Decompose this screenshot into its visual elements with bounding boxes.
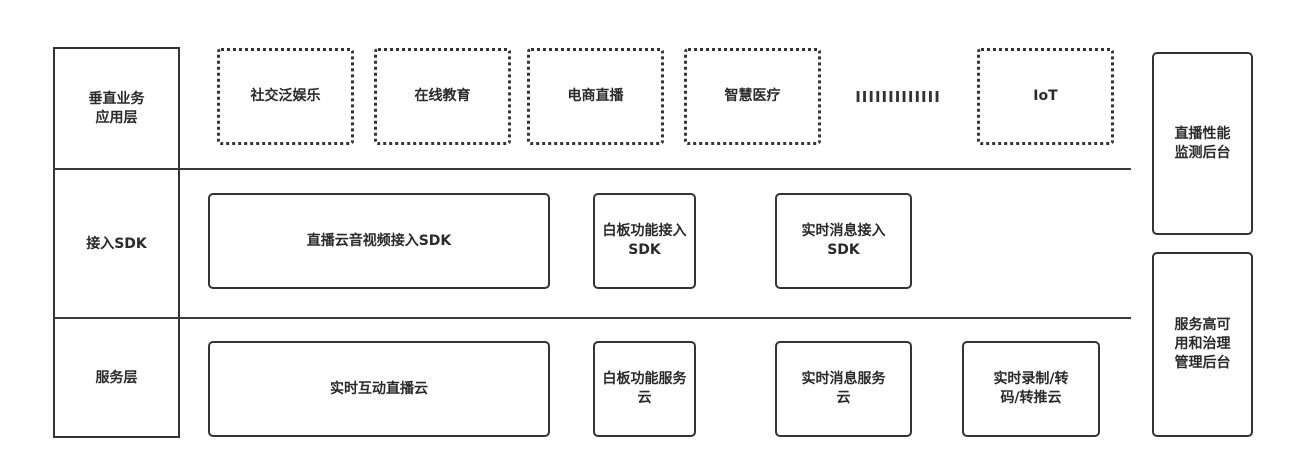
- app-box-label: 智慧医疗: [724, 88, 781, 104]
- sdk-box-label: 实时消息接入 SDK: [801, 223, 886, 258]
- layer-label-sdk: 接入SDK: [86, 236, 147, 252]
- more-items-ellipsis: IIIIIIIIIIIII: [855, 88, 941, 106]
- side-panel-live-performance-monitoring: 直播性能 监测后台: [1152, 52, 1253, 235]
- app-box-social-entertainment: 社交泛娱乐: [217, 48, 354, 145]
- sdk-box-label: 白板功能接入 SDK: [602, 223, 687, 258]
- sdk-box-label: 直播云音视频接入SDK: [306, 232, 452, 249]
- service-box-label: 实时互动直播云: [330, 380, 428, 397]
- sdk-box-whiteboard: 白板功能接入 SDK: [593, 193, 696, 289]
- app-box-label: IoT: [1033, 88, 1058, 104]
- layer-label-service: 服务层: [95, 369, 138, 386]
- row-divider-2: [53, 317, 1131, 319]
- layer-label-application: 垂直业务 应用层: [88, 91, 145, 126]
- layer-column: [53, 47, 180, 438]
- service-box-recording-transcoding-cloud: 实时录制/转 码/转推云: [962, 341, 1100, 437]
- row-divider-1: [53, 168, 1131, 170]
- service-box-realtime-message-cloud: 实时消息服务 云: [775, 341, 912, 437]
- app-box-label: 社交泛娱乐: [250, 88, 321, 104]
- sdk-box-live-av: 直播云音视频接入SDK: [208, 193, 550, 289]
- service-box-realtime-live-cloud: 实时互动直播云: [208, 341, 550, 437]
- app-box-label: 电商直播: [567, 88, 624, 104]
- app-box-smart-healthcare: 智慧医疗: [684, 48, 821, 145]
- app-box-ecommerce-live: 电商直播: [527, 48, 664, 145]
- app-box-label: 在线教育: [414, 88, 471, 104]
- side-panel-label: 服务高可 用和治理 管理后台: [1174, 317, 1231, 371]
- app-box-iot: IoT: [977, 48, 1114, 145]
- sdk-box-realtime-message: 实时消息接入 SDK: [775, 193, 912, 289]
- service-box-whiteboard-cloud: 白板功能服务 云: [593, 341, 696, 437]
- app-box-online-education: 在线教育: [374, 48, 511, 145]
- service-box-label: 实时消息服务 云: [801, 371, 886, 406]
- service-box-label: 白板功能服务 云: [602, 371, 687, 406]
- service-box-label: 实时录制/转 码/转推云: [993, 371, 1069, 406]
- side-panel-service-ha-governance: 服务高可 用和治理 管理后台: [1152, 252, 1253, 437]
- side-panel-label: 直播性能 监测后台: [1174, 125, 1231, 161]
